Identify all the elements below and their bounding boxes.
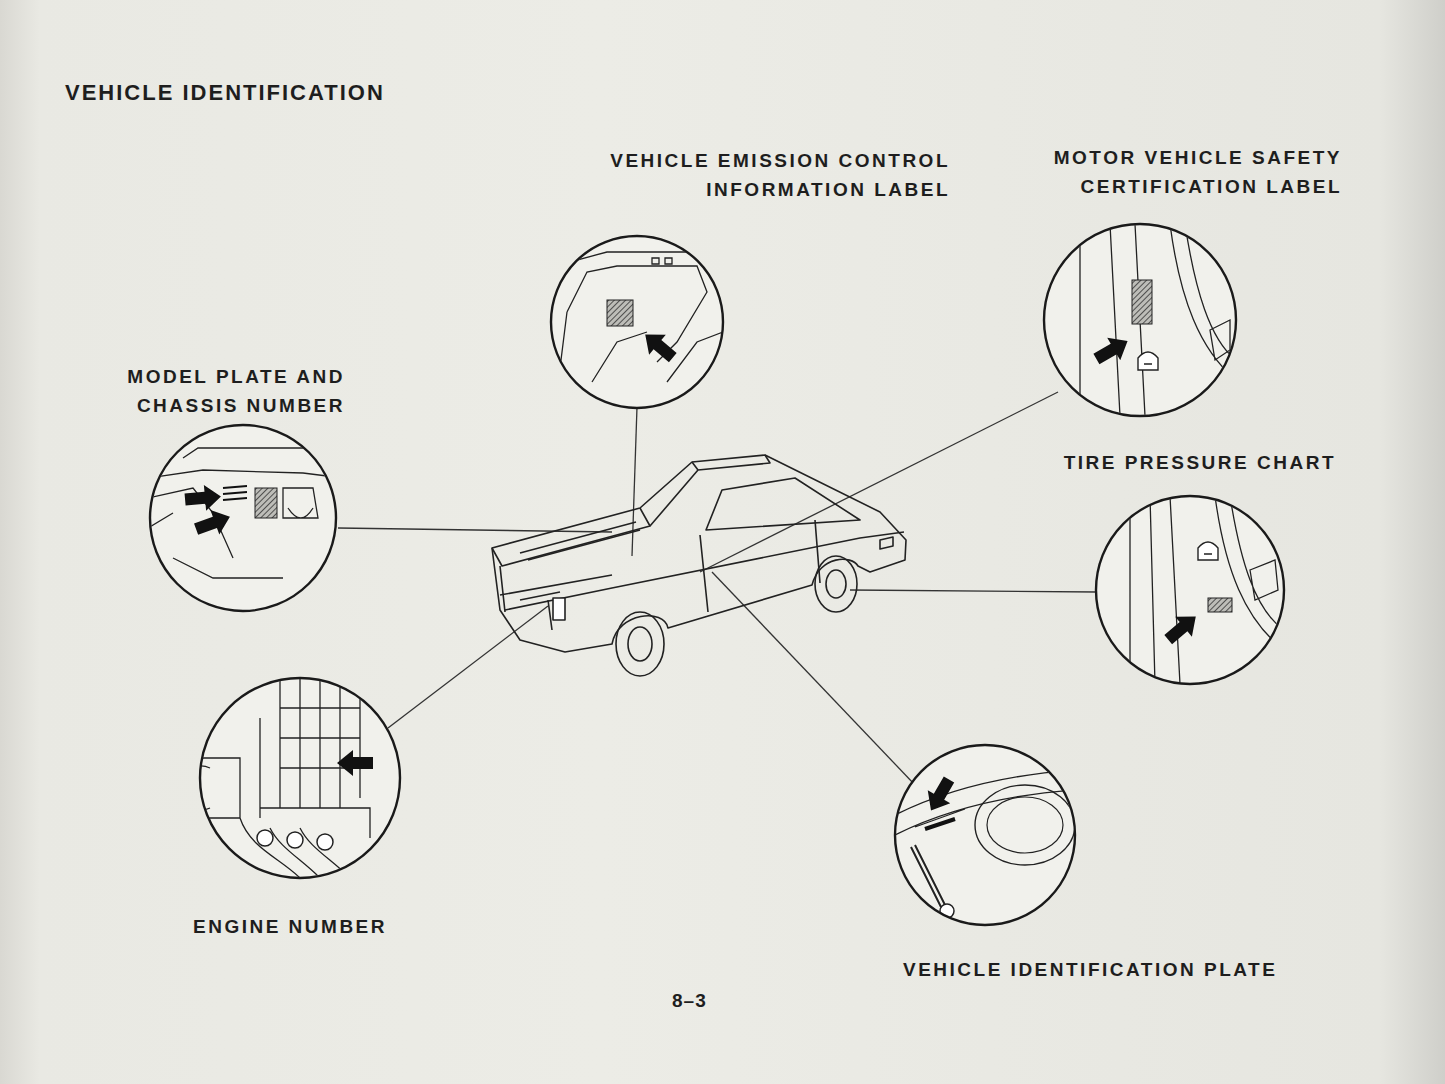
line-art <box>287 832 303 848</box>
pointer-arrow <box>1090 330 1134 371</box>
detail-drawing <box>179 678 373 878</box>
car-plate <box>553 598 565 620</box>
line-art <box>317 834 333 850</box>
line-art <box>551 252 723 392</box>
circle-outline <box>895 745 1075 925</box>
line-art <box>1130 496 1284 684</box>
pointer-arrow <box>637 324 681 367</box>
line-art <box>975 785 1075 865</box>
car-body <box>492 455 906 652</box>
door-latch <box>1198 542 1218 560</box>
line-art <box>223 486 247 500</box>
circle-outline <box>1096 496 1284 684</box>
label-sticker <box>1132 280 1152 324</box>
pointer-arrow <box>184 483 222 512</box>
line-art <box>551 252 723 392</box>
callout-label: MOTOR VEHICLE SAFETY CERTIFICATION LABEL <box>1020 143 1342 201</box>
car-side-window <box>706 478 860 530</box>
callout-label: VEHICLE IDENTIFICATION PLATE <box>903 955 1325 984</box>
label-sticker <box>1208 598 1232 612</box>
pointer-arrow <box>192 505 235 542</box>
detail-drawing <box>551 252 723 392</box>
circle-outline <box>1044 224 1236 416</box>
circle-outline <box>150 425 336 611</box>
leader-line <box>632 407 637 556</box>
label-sticker <box>607 300 633 326</box>
callout-circle: VEHICLE IDENTIFICATION PLATE <box>895 743 1325 991</box>
callout-label: TIRE PRESSURE CHART <box>1040 448 1336 477</box>
callout-label: VEHICLE EMISSION CONTROL INFORMATION LAB… <box>570 146 950 204</box>
line-art <box>148 448 343 578</box>
car-windshield <box>650 455 770 526</box>
car-fuel-door <box>880 537 893 549</box>
line-art <box>925 819 955 829</box>
page-number: 8–3 <box>672 990 707 1012</box>
leader-line <box>700 392 1058 572</box>
car-front <box>500 566 560 630</box>
car-hood <box>492 508 650 566</box>
detail-circle <box>895 743 1325 991</box>
line-art <box>257 830 273 846</box>
callout-circle: VEHICLE EMISSION CONTROL INFORMATION LAB… <box>545 144 955 412</box>
circle-background <box>551 236 723 408</box>
car-wheel <box>815 556 857 612</box>
line-art <box>179 678 370 878</box>
door-latch <box>1138 352 1158 370</box>
car-wheel <box>616 612 664 676</box>
callout-circle: TIRE PRESSURE CHART <box>1040 446 1340 690</box>
pointer-arrow <box>1160 606 1204 649</box>
line-art <box>1080 224 1236 416</box>
line-art <box>895 770 1075 918</box>
car-drawing <box>492 455 906 676</box>
line-art <box>911 845 945 907</box>
leader-lines <box>338 392 1097 785</box>
line-art <box>1130 496 1284 684</box>
circle-background <box>895 745 1075 925</box>
leader-line <box>712 572 915 785</box>
detail-drawing <box>148 448 343 578</box>
line-art <box>987 797 1063 853</box>
leader-line <box>388 606 548 728</box>
line-art <box>148 448 343 578</box>
car-wheel <box>826 570 846 598</box>
circle-outline <box>200 678 400 878</box>
leader-line <box>850 590 1097 592</box>
callout-circle: MODEL PLATE AND CHASSIS NUMBER <box>95 360 345 615</box>
pointer-arrow <box>920 773 961 817</box>
circle-background <box>1044 224 1236 416</box>
detail-drawing <box>1080 224 1236 416</box>
callout-circle: ENGINE NUMBER <box>195 676 405 946</box>
detail-drawing <box>895 770 1075 918</box>
car-wheel <box>628 627 652 661</box>
label-sticker <box>255 488 277 518</box>
circle-background <box>1096 496 1284 684</box>
line-art <box>179 678 373 878</box>
detail-circle <box>195 676 405 946</box>
detail-circle <box>1040 446 1340 690</box>
pointer-arrow <box>337 750 373 776</box>
detail-drawing <box>1130 496 1284 684</box>
callout-label: MODEL PLATE AND CHASSIS NUMBER <box>95 362 345 420</box>
circle-outline <box>551 236 723 408</box>
page-title: VEHICLE IDENTIFICATION <box>65 80 385 106</box>
leader-line <box>338 528 612 532</box>
line-art <box>1080 224 1236 416</box>
callout-circle: MOTOR VEHICLE SAFETY CERTIFICATION LABEL <box>1020 141 1345 421</box>
car-hood-stripe <box>520 522 640 560</box>
callout-label: ENGINE NUMBER <box>185 912 395 941</box>
